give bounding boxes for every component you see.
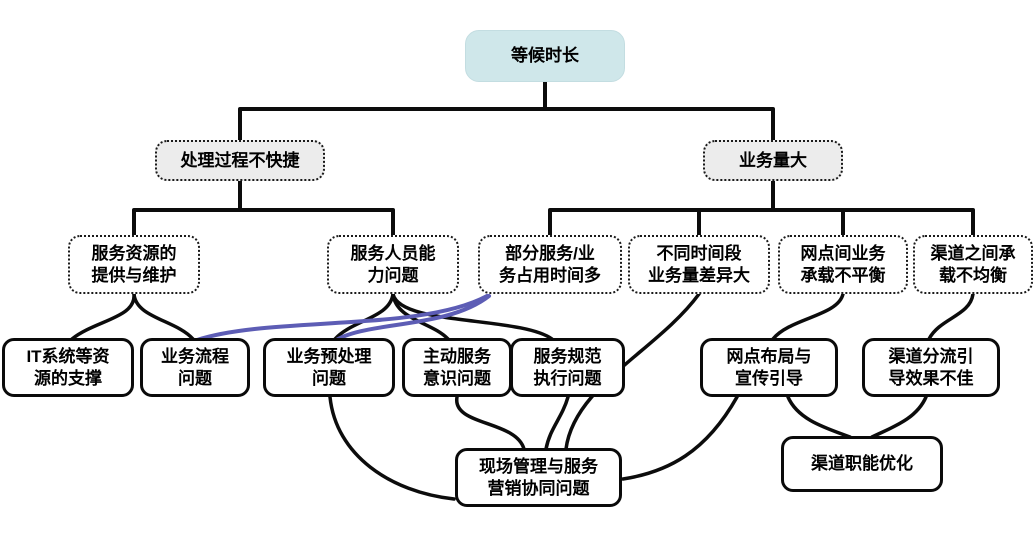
- node-timediff[interactable]: 不同时间段 业务量差异大: [628, 235, 770, 294]
- node-label: 服务人员能 力问题: [350, 244, 436, 285]
- node-label: 网点布局与 宣传引导: [726, 347, 812, 388]
- node-label: 服务规范 执行问题: [533, 347, 602, 388]
- edge-volume-channelload: [771, 178, 975, 238]
- edge-partial-flow-highlight: [195, 294, 489, 342]
- node-pre[interactable]: 业务预处理 问题: [263, 338, 395, 397]
- node-label: 业务流程 问题: [161, 347, 229, 388]
- edge-staff-standard: [391, 292, 554, 341]
- node-label: 渠道职能优化: [811, 454, 913, 474]
- edge-standard-onsite: [544, 395, 570, 451]
- node-volume[interactable]: 业务量大: [703, 140, 843, 181]
- edge-proactive-onsite: [455, 395, 526, 451]
- node-resource[interactable]: 服务资源的 提供与维护: [68, 235, 200, 294]
- node-label: 等候时长: [511, 46, 579, 66]
- edge-root-volume: [543, 80, 775, 142]
- node-label: 渠道分流引 导效果不佳: [888, 347, 974, 388]
- edge-divert-channelfunc: [870, 395, 928, 439]
- node-label: 服务资源的 提供与维护: [91, 244, 177, 285]
- node-divert[interactable]: 渠道分流引 导效果不佳: [862, 338, 1000, 397]
- edge-partial-pre-highlight: [331, 294, 491, 344]
- node-onsite[interactable]: 现场管理与服务 营销协同问题: [455, 448, 622, 507]
- edge-volume-timediff: [697, 178, 775, 238]
- node-label: 不同时间段 业务量差异大: [648, 244, 750, 285]
- node-label: 处理过程不快捷: [180, 150, 300, 170]
- node-channelfunc[interactable]: 渠道职能优化: [781, 436, 943, 492]
- node-branchload[interactable]: 网点间业务 承载不平衡: [778, 235, 908, 294]
- node-layout[interactable]: 网点布局与 宣传引导: [700, 338, 838, 397]
- node-label: 部分服务/业 务占用时间多: [499, 244, 601, 285]
- node-flow[interactable]: 业务流程 问题: [140, 338, 250, 397]
- node-proactive[interactable]: 主动服务 意识问题: [402, 338, 512, 397]
- node-label: 业务预处理 问题: [286, 347, 372, 388]
- node-it[interactable]: IT系统等资 源的支撑: [2, 338, 134, 397]
- edge-layout-channelfunc: [786, 395, 852, 439]
- node-staff[interactable]: 服务人员能 力问题: [327, 235, 459, 294]
- edge-pre-onsite: [328, 395, 456, 501]
- node-process[interactable]: 处理过程不快捷: [155, 140, 325, 181]
- edge-resource-it: [70, 292, 136, 341]
- edge-root-process: [238, 80, 547, 142]
- edge-process-staff: [238, 178, 395, 238]
- node-partial[interactable]: 部分服务/业 务占用时间多: [478, 235, 622, 294]
- node-label: 渠道之间承 载不均衡: [930, 244, 1016, 285]
- node-channelload[interactable]: 渠道之间承 载不均衡: [913, 235, 1033, 294]
- node-label: 业务量大: [739, 150, 807, 170]
- node-label: 现场管理与服务 营销协同问题: [479, 457, 598, 498]
- edge-staff-pre: [333, 292, 395, 341]
- node-label: IT系统等资 源的支撑: [26, 347, 110, 388]
- node-root[interactable]: 等候时长: [465, 30, 625, 82]
- edge-process-resource: [132, 178, 242, 238]
- node-label: 网点间业务 承载不平衡: [800, 244, 886, 285]
- edge-channelload-divert: [927, 292, 975, 341]
- edge-branchload-layout: [771, 292, 845, 341]
- node-label: 主动服务 意识问题: [423, 347, 491, 388]
- edge-layout-onsite: [621, 395, 739, 481]
- node-standard[interactable]: 服务规范 执行问题: [510, 338, 625, 397]
- edge-resource-flow: [132, 292, 195, 341]
